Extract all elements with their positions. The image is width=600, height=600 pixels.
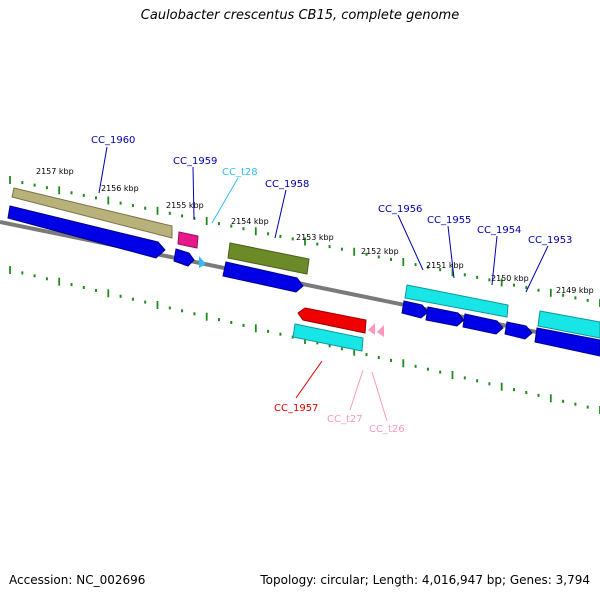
kbp-label: 2155 kbp (166, 201, 204, 210)
kbp-label: 2154 kbp (231, 217, 269, 226)
cds-arrow (297, 307, 367, 334)
gene-label-CC_1955[interactable]: CC_1955 (427, 215, 471, 226)
label-leader (192, 166, 195, 220)
trna-arrow (377, 325, 384, 337)
cds-arrow (173, 248, 195, 267)
kbp-label: 2152 kbp (361, 247, 399, 256)
gene-CC_1953[interactable] (504, 310, 600, 357)
gene-label-CC_1958[interactable]: CC_1958 (265, 179, 309, 190)
trna-arrow (199, 256, 206, 268)
gene-feature-bar (404, 284, 509, 318)
label-leader (447, 225, 455, 279)
gene-feature-bar (292, 323, 364, 352)
label-leader (349, 369, 364, 411)
gene-CC_1960[interactable] (7, 187, 173, 259)
trna-arrow (368, 323, 375, 335)
cds-arrow (222, 261, 304, 293)
gene-label-CC_t27[interactable]: CC_t27 (327, 414, 363, 425)
gene-CC_t27[interactable] (368, 323, 375, 335)
kbp-label: 2157 kbp (36, 167, 74, 176)
label-leader (295, 360, 323, 399)
gene-label-CC_t28[interactable]: CC_t28 (222, 167, 258, 178)
kbp-label: 2156 kbp (101, 184, 139, 193)
accession-text: Accession: NC_002696 (9, 573, 146, 587)
gene-CC_1957[interactable] (292, 307, 367, 352)
label-leader (491, 235, 498, 286)
kbp-label: 2150 kbp (491, 274, 529, 283)
label-leader (525, 245, 549, 293)
label-leader (98, 146, 108, 194)
gene-label-CC_1960[interactable]: CC_1960 (91, 135, 135, 146)
gene-CC_1956[interactable] (401, 284, 509, 319)
kbp-label: 2153 kbp (296, 233, 334, 242)
gene-label-CC_1954[interactable]: CC_1954 (477, 225, 521, 236)
gene-label-CC_1956[interactable]: CC_1956 (378, 204, 422, 215)
cds-arrow (401, 300, 429, 319)
gene-feature-bar (537, 310, 600, 339)
label-leader (397, 214, 424, 271)
cds-arrow (462, 313, 504, 335)
cds-arrow (425, 306, 465, 327)
gene-CC_1955[interactable] (425, 306, 465, 327)
bottom-scale (9, 266, 600, 414)
gene-feature-bar (177, 231, 199, 249)
gene-label-CC_1959[interactable]: CC_1959 (173, 156, 217, 167)
gene-label-CC_1953[interactable]: CC_1953 (528, 235, 572, 246)
gene-CC_t26[interactable] (377, 325, 384, 337)
cds-arrow (504, 321, 533, 340)
gene-CC_t28[interactable] (199, 256, 206, 268)
kbp-label: 2151 kbp (426, 261, 464, 270)
gene-label-CC_1957[interactable]: CC_1957 (274, 403, 318, 414)
gene-feature-bar (11, 187, 173, 239)
label-leader (211, 177, 239, 224)
kbp-labels: 2157 kbp 2156 kbp 2155 kbp 2154 kbp 2153… (36, 167, 594, 295)
label-leader (371, 371, 388, 422)
map-title: Caulobacter crescentus CB15, complete ge… (140, 8, 460, 23)
gene-CC_1954[interactable] (462, 313, 504, 335)
cds-arrow (7, 205, 166, 259)
cds-arrow-continuation (534, 327, 600, 357)
label-leader (274, 189, 287, 239)
gene-feature-bar (227, 242, 310, 275)
gene-CC_1958[interactable] (222, 242, 310, 293)
gene-label-CC_t26[interactable]: CC_t26 (369, 424, 405, 435)
kbp-label: 2149 kbp (556, 286, 594, 295)
topology-summary-text: Topology: circular; Length: 4,016,947 bp… (260, 573, 590, 587)
gene-CC_1959[interactable] (173, 231, 199, 267)
top-scale (9, 176, 600, 307)
